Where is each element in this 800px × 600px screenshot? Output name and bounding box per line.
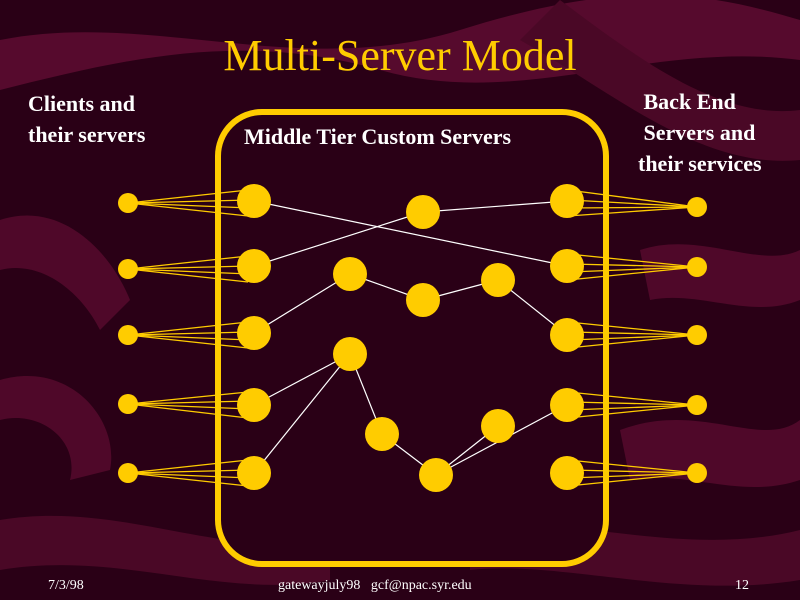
client-server-node [237,388,271,422]
clients-label: Clients and their servers [28,88,146,150]
custom-server-node [481,409,515,443]
custom-server-node [419,458,453,492]
backend-service-node [687,257,707,277]
footer-email: gcf@npac.syr.edu [370,578,472,593]
backend-label-line: their services [638,151,762,176]
client-node [118,193,138,213]
client-server-node [237,249,271,283]
custom-server-node [406,283,440,317]
backend-server-node [550,249,584,283]
custom-server-node [365,417,399,451]
client-node [118,259,138,279]
client-node [118,463,138,483]
footer-page-number: 12 [735,578,749,593]
backend-service-node [687,463,707,483]
client-node [118,394,138,414]
backend-service-node [687,395,707,415]
client-nodes [118,193,138,483]
slide-title: Multi-Server Model [223,31,577,80]
client-server-node [237,456,271,490]
backend-label-line: Servers and [638,120,756,145]
backend-server-node [550,184,584,218]
client-fan-lines [127,189,251,487]
backend-server-node [550,318,584,352]
middle-tier-label: Middle Tier Custom Servers [244,124,512,149]
backend-service-node [687,325,707,345]
backend-server-node [550,388,584,422]
backend-server-node [550,456,584,490]
backend-label-line: Back End [638,89,736,114]
middle-tier-nodes [237,184,584,492]
backend-fan-lines [567,189,698,487]
footer-date: 7/3/98 [48,578,84,593]
client-server-node [237,184,271,218]
custom-server-node [481,263,515,297]
backend-service-node [687,197,707,217]
clients-label-line: Clients and [28,91,135,116]
footer-center: gatewayjuly98 gcf@npac.syr.edu [278,578,472,594]
custom-server-node [333,337,367,371]
backend-service-nodes [687,197,707,483]
custom-server-node [406,195,440,229]
backend-label: Back End Servers and their services [638,86,762,179]
footer-presentation-id: gatewayjuly98 [278,578,361,593]
client-node [118,325,138,345]
clients-label-line: their servers [28,122,146,147]
custom-server-node [333,257,367,291]
middle-tier-frame [215,109,609,567]
client-server-node [237,316,271,350]
